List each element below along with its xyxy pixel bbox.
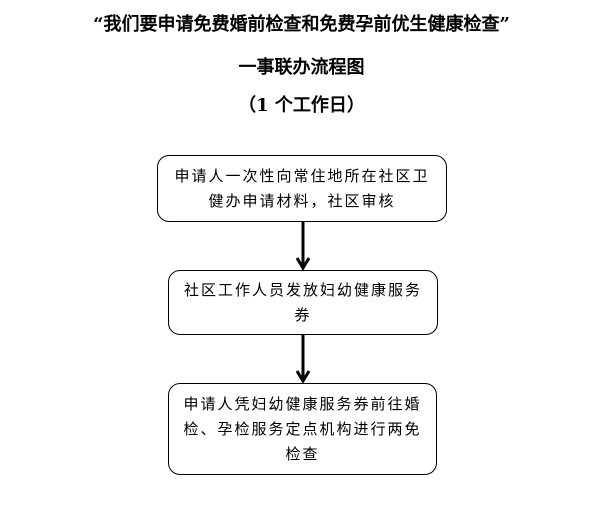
step-text-3: 申请人凭妇幼健康服务券前往婚检、孕检服务定点机构进行两免检查: [183, 394, 422, 463]
arrow-down-icon: [296, 335, 310, 383]
flowchart-subtitle: 一事联办流程图: [238, 57, 365, 78]
step-box-1: 申请人一次性向常住地所在社区卫健办申请材料，社区审核: [157, 155, 447, 222]
step-text-2: 社区工作人员发放妇幼健康服务券: [183, 280, 422, 324]
flowchart-title: “我们要申请免费婚前检查和免费孕前优生健康检查”: [93, 14, 510, 35]
step-box-2: 社区工作人员发放妇幼健康服务券: [168, 270, 438, 335]
step-text-1: 申请人一次性向常住地所在社区卫健办申请材料，社区审核: [174, 166, 430, 210]
arrow-down-icon: [296, 222, 310, 270]
flowchart-duration: （1 个工作日）: [238, 95, 365, 116]
step-box-3: 申请人凭妇幼健康服务券前往婚检、孕检服务定点机构进行两免检查: [168, 383, 437, 475]
